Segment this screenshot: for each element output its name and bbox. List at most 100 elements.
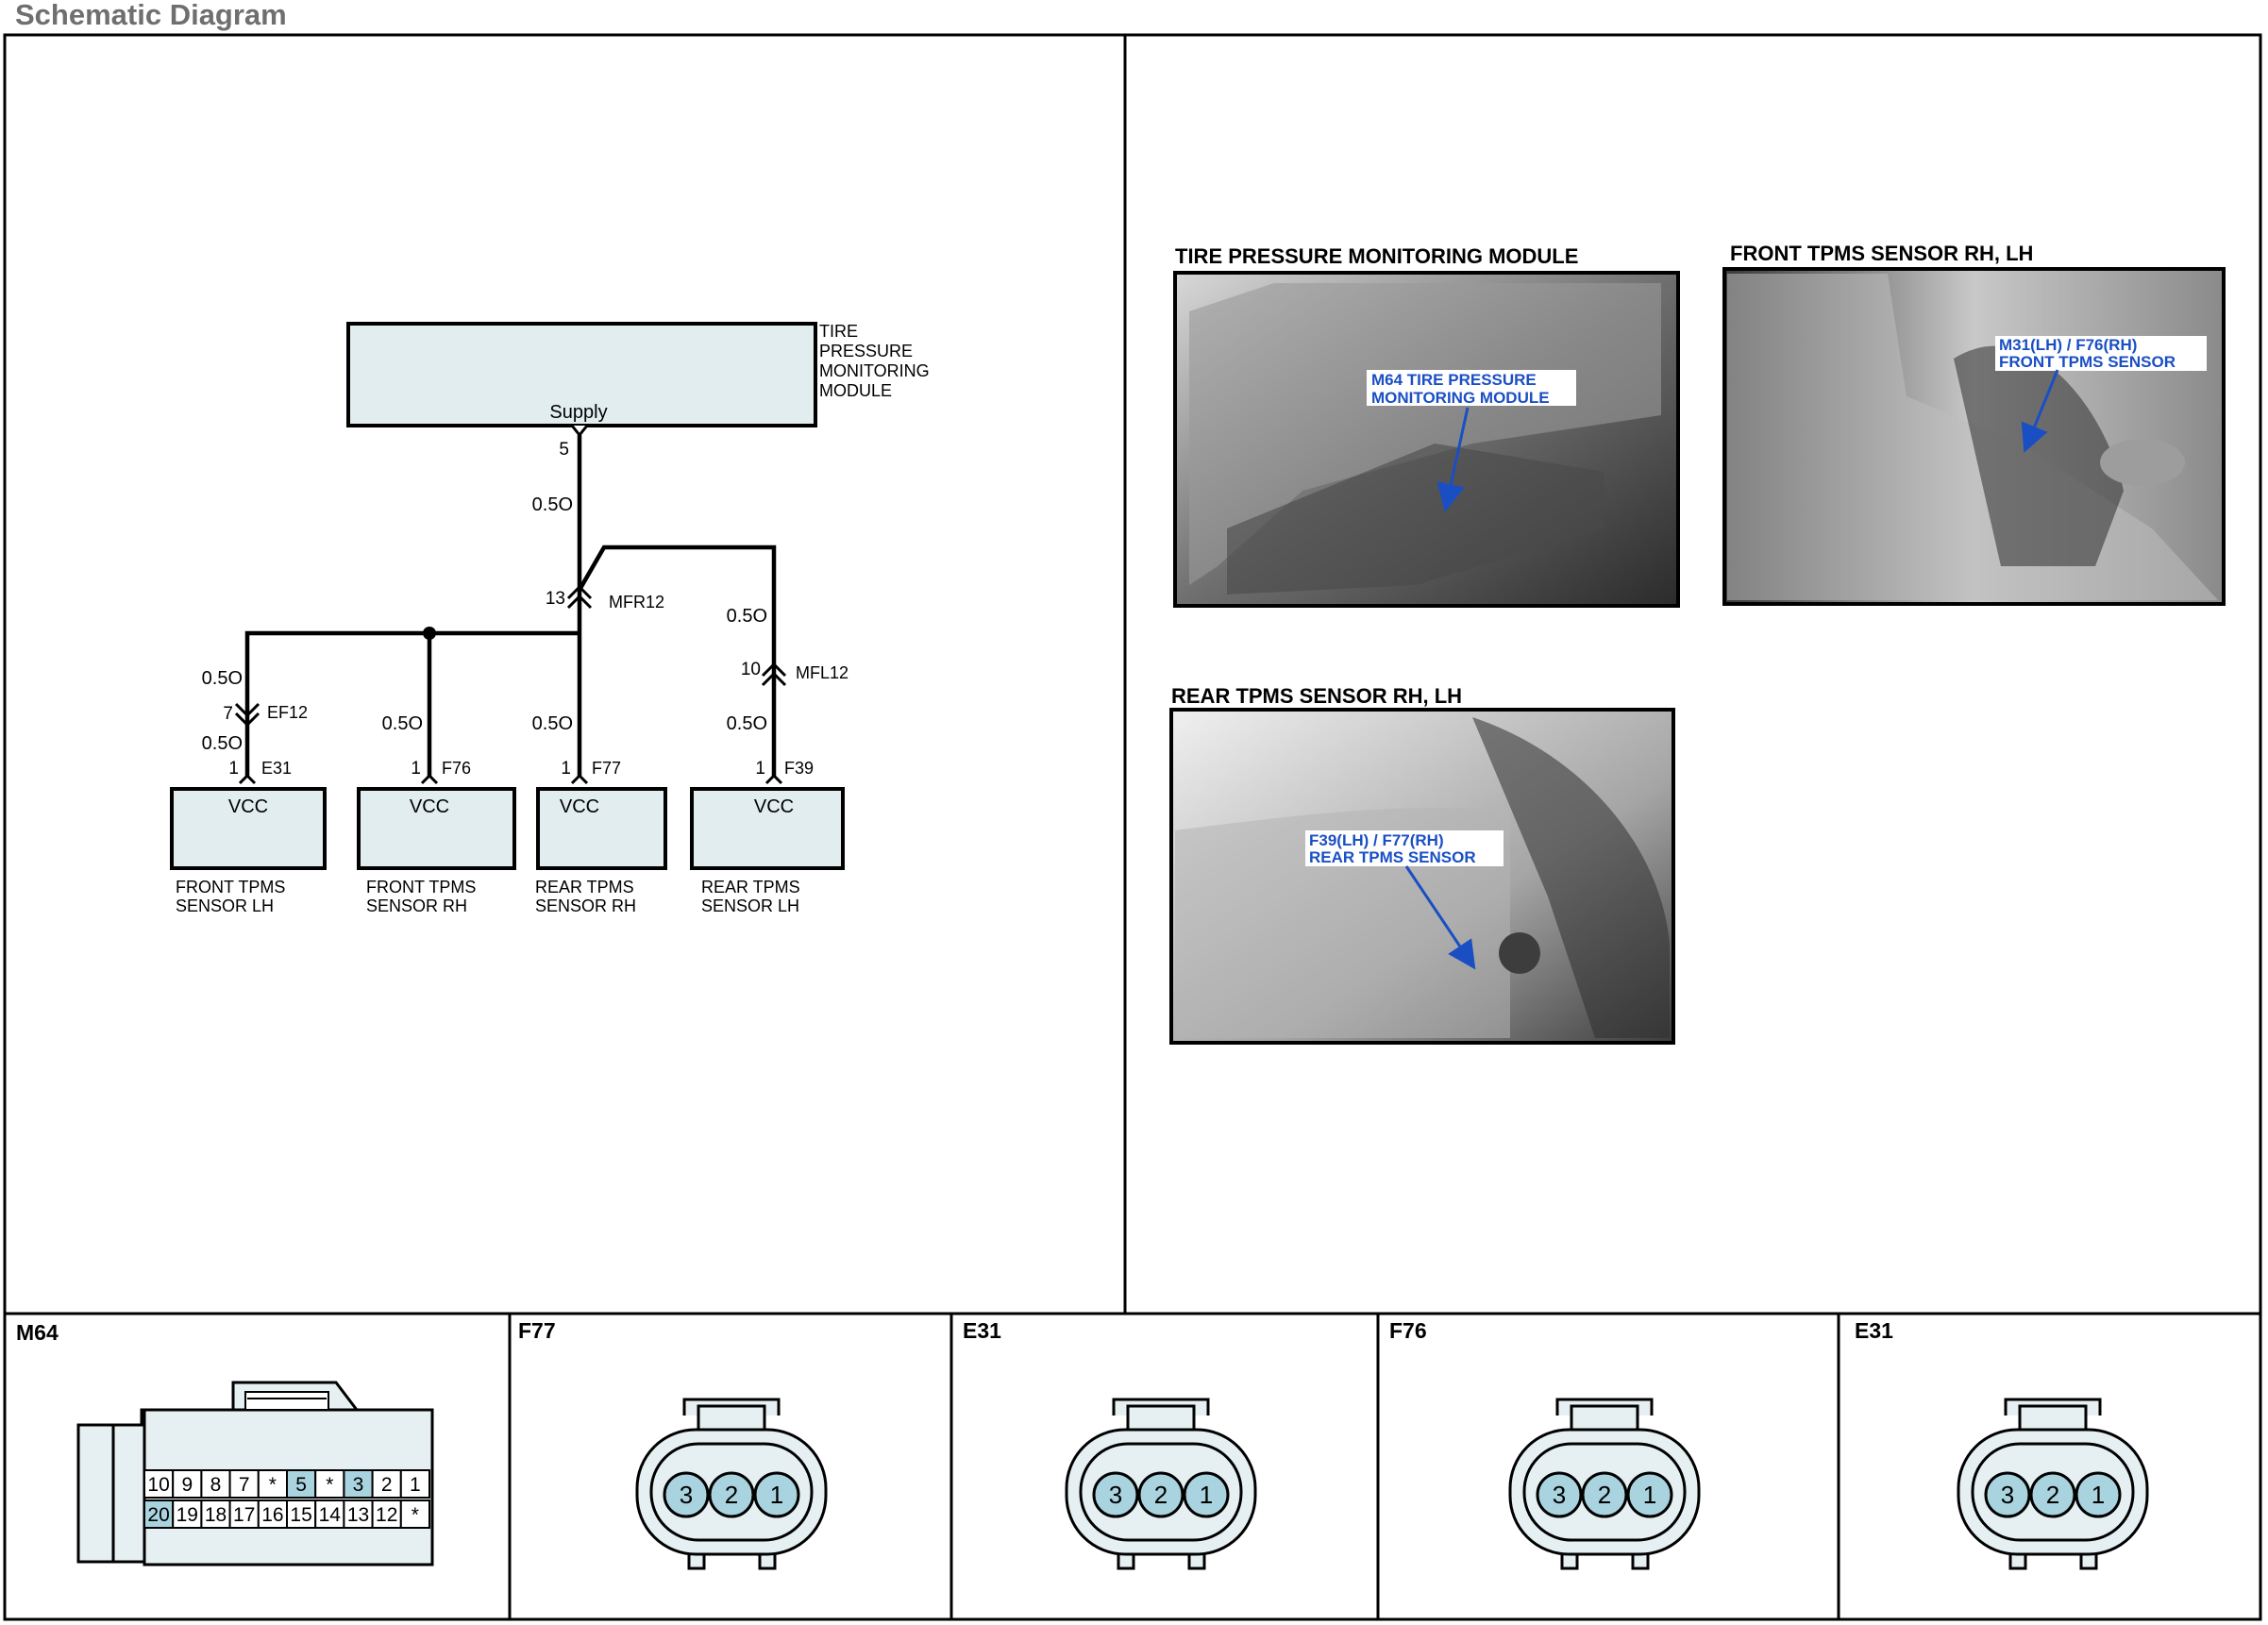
wire-gauge: 0.5O — [382, 713, 423, 734]
connector-pin-label: 1 — [770, 1481, 783, 1509]
connector-pin — [1092, 1471, 1139, 1518]
sensor-pin: 1 — [561, 759, 571, 779]
sensor-name-line: SENSOR RH — [366, 896, 467, 915]
module-name-line: TIRE — [819, 322, 858, 341]
callout-bg — [1305, 830, 1504, 866]
sensor-pin: 1 — [228, 759, 239, 779]
m64-pin-cell — [343, 1499, 374, 1529]
photo-title: FRONT TPMS SENSOR RH, LH — [1730, 242, 2033, 265]
m64-pin-cell — [257, 1469, 288, 1499]
sensor-name-line: FRONT TPMS — [366, 878, 476, 896]
m64-pin-label: 7 — [239, 1474, 250, 1496]
module-name-line: MODULE — [819, 381, 892, 400]
m64-pin-cell — [228, 1469, 260, 1499]
callout-bg — [1995, 336, 2207, 371]
m64-pin-label: 2 — [381, 1474, 393, 1496]
sensor-pin: 1 — [755, 759, 765, 779]
mfl12-chevron — [761, 662, 787, 687]
connector-id: E31 — [963, 1318, 1001, 1343]
module-name-line: PRESSURE — [819, 342, 913, 360]
connector-pin-label: 1 — [2092, 1481, 2105, 1509]
photo-title: REAR TPMS SENSOR RH, LH — [1171, 684, 1462, 708]
m64-pin-label: * — [269, 1474, 277, 1496]
photo-title: TIRE PRESSURE MONITORING MODULE — [1175, 244, 1578, 268]
sensor-name-line: REAR TPMS — [535, 878, 634, 896]
m64-pin-label: 17 — [233, 1504, 255, 1526]
connector-pin — [708, 1471, 755, 1518]
m64-pin-label: 15 — [290, 1504, 311, 1526]
m64-pin-label: 20 — [147, 1504, 169, 1526]
mfr12-id: MFR12 — [609, 593, 664, 611]
sensor-connector-id: F39 — [784, 759, 814, 778]
wire-gauge: 0.5O — [727, 713, 767, 734]
pin-number: 5 — [559, 440, 569, 460]
page-frame — [3, 33, 2262, 1621]
m64-pin-label: 1 — [410, 1474, 421, 1496]
wire-gauge: 0.5O — [727, 606, 767, 627]
m64-pin-cell — [286, 1499, 317, 1529]
sensor-connector-id: F76 — [442, 759, 471, 778]
connector-pin-label: 3 — [680, 1481, 693, 1509]
connector-pin-label: 3 — [1553, 1481, 1566, 1509]
wire-labels: 5 0.5O 13 MFR12 0.5O 10 MFL12 0.5O 0.5O … — [202, 440, 848, 754]
connector-pin-label: 1 — [1200, 1481, 1213, 1509]
supply-pin-label: Supply — [549, 402, 607, 423]
m64-pin-label: 14 — [319, 1504, 342, 1526]
m64-pin-label: 3 — [353, 1474, 364, 1496]
m64-pin-cell — [228, 1499, 260, 1529]
sensor-front-lh: 1 E31 VCC FRONT TPMS SENSOR LH — [170, 759, 327, 915]
sensor-connector-id: E31 — [261, 759, 292, 778]
connector-id: M64 — [16, 1320, 59, 1345]
callout-arrow — [1404, 865, 1476, 970]
callout-arrow — [1436, 407, 1470, 512]
page-title: Schematic Diagram — [15, 0, 287, 31]
splice-dot — [423, 627, 436, 640]
sensor-name-line: SENSOR RH — [535, 896, 636, 915]
mfl12-id: MFL12 — [796, 663, 848, 682]
m64-pin-cell — [399, 1469, 430, 1499]
pin-marker — [570, 425, 589, 438]
m64-pin-label: 19 — [176, 1504, 198, 1526]
m64-pin-label: 8 — [210, 1474, 222, 1496]
connector-id: F77 — [518, 1318, 556, 1343]
connector-id: E31 — [1855, 1318, 1893, 1343]
mfl12-pin: 10 — [741, 660, 761, 679]
connector-view-f76: F76 3 2 1 — [1389, 1318, 1701, 1570]
m64-pin-label: 16 — [261, 1504, 283, 1526]
sensor-vcc-label: VCC — [754, 796, 794, 817]
wire-gauge: 0.5O — [532, 713, 573, 734]
callout-text: FRONT TPMS SENSOR — [1999, 353, 2176, 371]
wire-gauge: 0.5O — [532, 494, 573, 515]
connector-pin-label: 1 — [1643, 1481, 1656, 1509]
connector-id: F76 — [1389, 1318, 1427, 1343]
m64-pin-label: 18 — [205, 1504, 227, 1526]
connector-pin — [663, 1471, 710, 1518]
mfr12-chevron — [566, 584, 593, 610]
connector-pin-label: 2 — [725, 1481, 738, 1509]
m64-pin-cell — [314, 1469, 345, 1499]
m64-pin-label: 5 — [295, 1474, 307, 1496]
photo-front-sensor: FRONT TPMS SENSOR RH, LH M31(LH) / F76(R… — [1722, 242, 2226, 606]
sensor-connector-id: F77 — [592, 759, 621, 778]
connector-pin — [1626, 1471, 1673, 1518]
connector-pin — [2075, 1471, 2122, 1518]
m64-pin-label: * — [412, 1504, 419, 1526]
m64-pin-cell — [143, 1469, 175, 1499]
wire-gauge: 0.5O — [202, 733, 243, 754]
callout-bg — [1367, 370, 1576, 406]
m64-pin-label: 9 — [181, 1474, 193, 1496]
wiring — [234, 435, 787, 783]
ef12-pin: 7 — [223, 704, 233, 724]
connector-pin-label: 2 — [1598, 1481, 1611, 1509]
m64-pin-cell — [399, 1499, 430, 1529]
connector-pin — [1137, 1471, 1184, 1518]
m64-pin-label: 13 — [347, 1504, 369, 1526]
ef12-id: EF12 — [267, 703, 308, 722]
sensor-vcc-label: VCC — [228, 796, 268, 817]
connector-pin — [753, 1471, 800, 1518]
connector-pin — [1581, 1471, 1628, 1518]
callout-text: F39(LH) / F77(RH) — [1309, 831, 1444, 849]
